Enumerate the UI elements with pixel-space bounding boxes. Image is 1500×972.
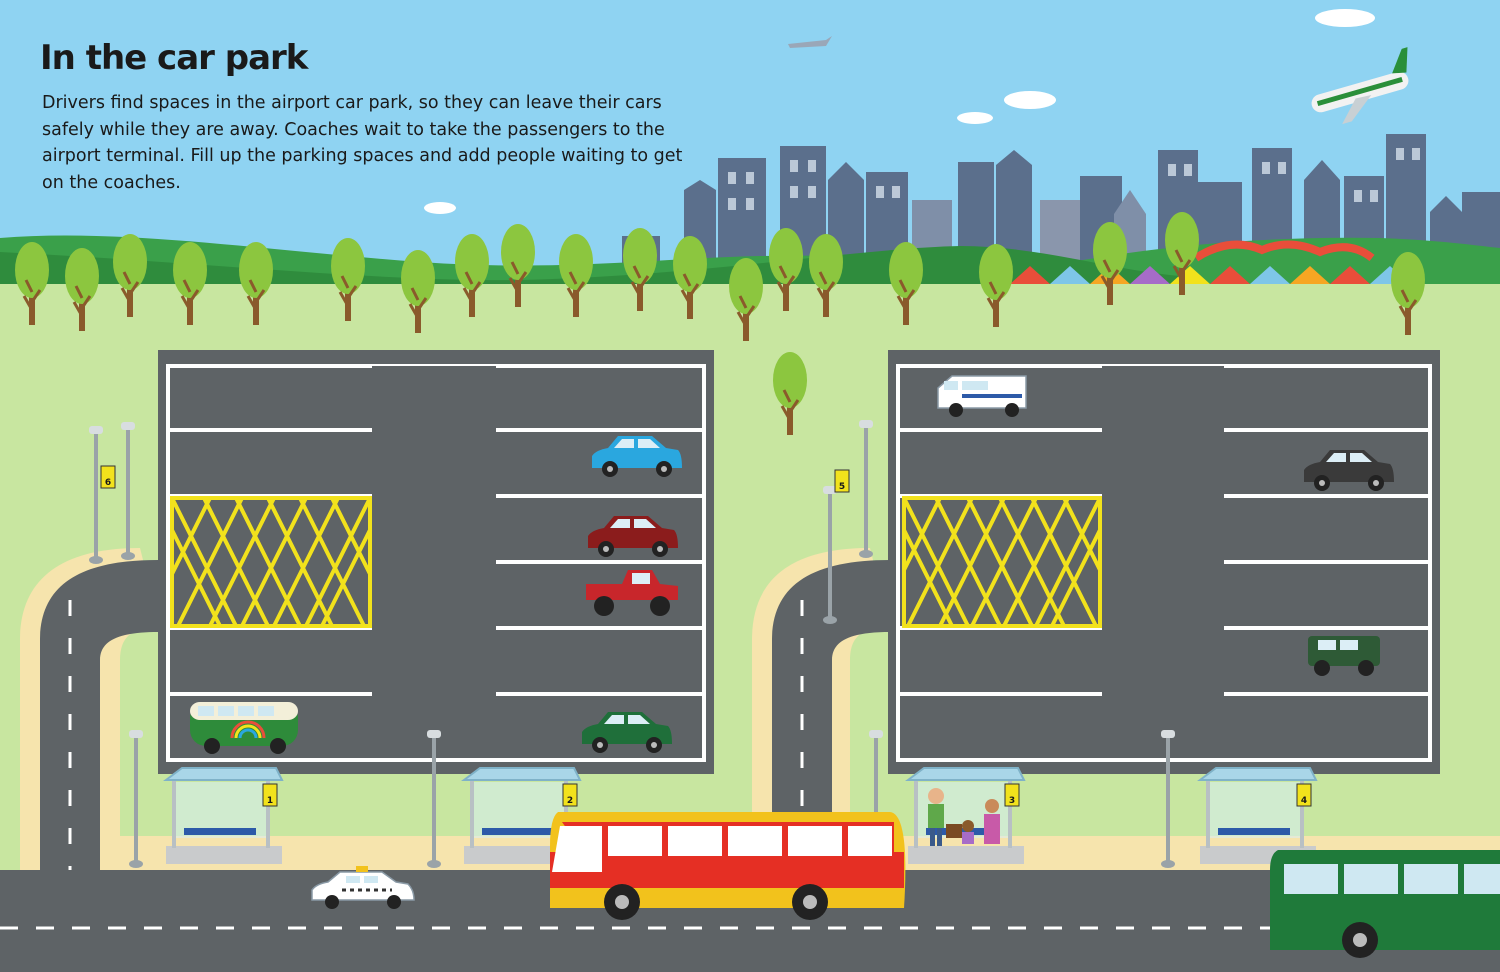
bus-stop-number: 5 [839, 482, 845, 492]
bus-stop-sign-6: 6 [100, 465, 116, 489]
bus-stop-number: 2 [567, 796, 573, 806]
bus-stop-number: 6 [105, 478, 111, 488]
bus-stop-sign-3: 3 [1004, 783, 1020, 807]
bus-stop-sign-1: 1 [262, 783, 278, 807]
intro-paragraph: Drivers find spaces in the airport car p… [42, 93, 683, 193]
bus-stop-sign-4: 4 [1296, 783, 1312, 807]
bus-stop-sign-5: 5 [834, 469, 850, 493]
bus-stop-number: 4 [1301, 796, 1307, 806]
page-title: In the car park [40, 38, 308, 78]
bus-stop-number: 3 [1009, 796, 1015, 806]
bus-stop-number: 1 [267, 796, 273, 806]
bus-stop-sign-2: 2 [562, 783, 578, 807]
